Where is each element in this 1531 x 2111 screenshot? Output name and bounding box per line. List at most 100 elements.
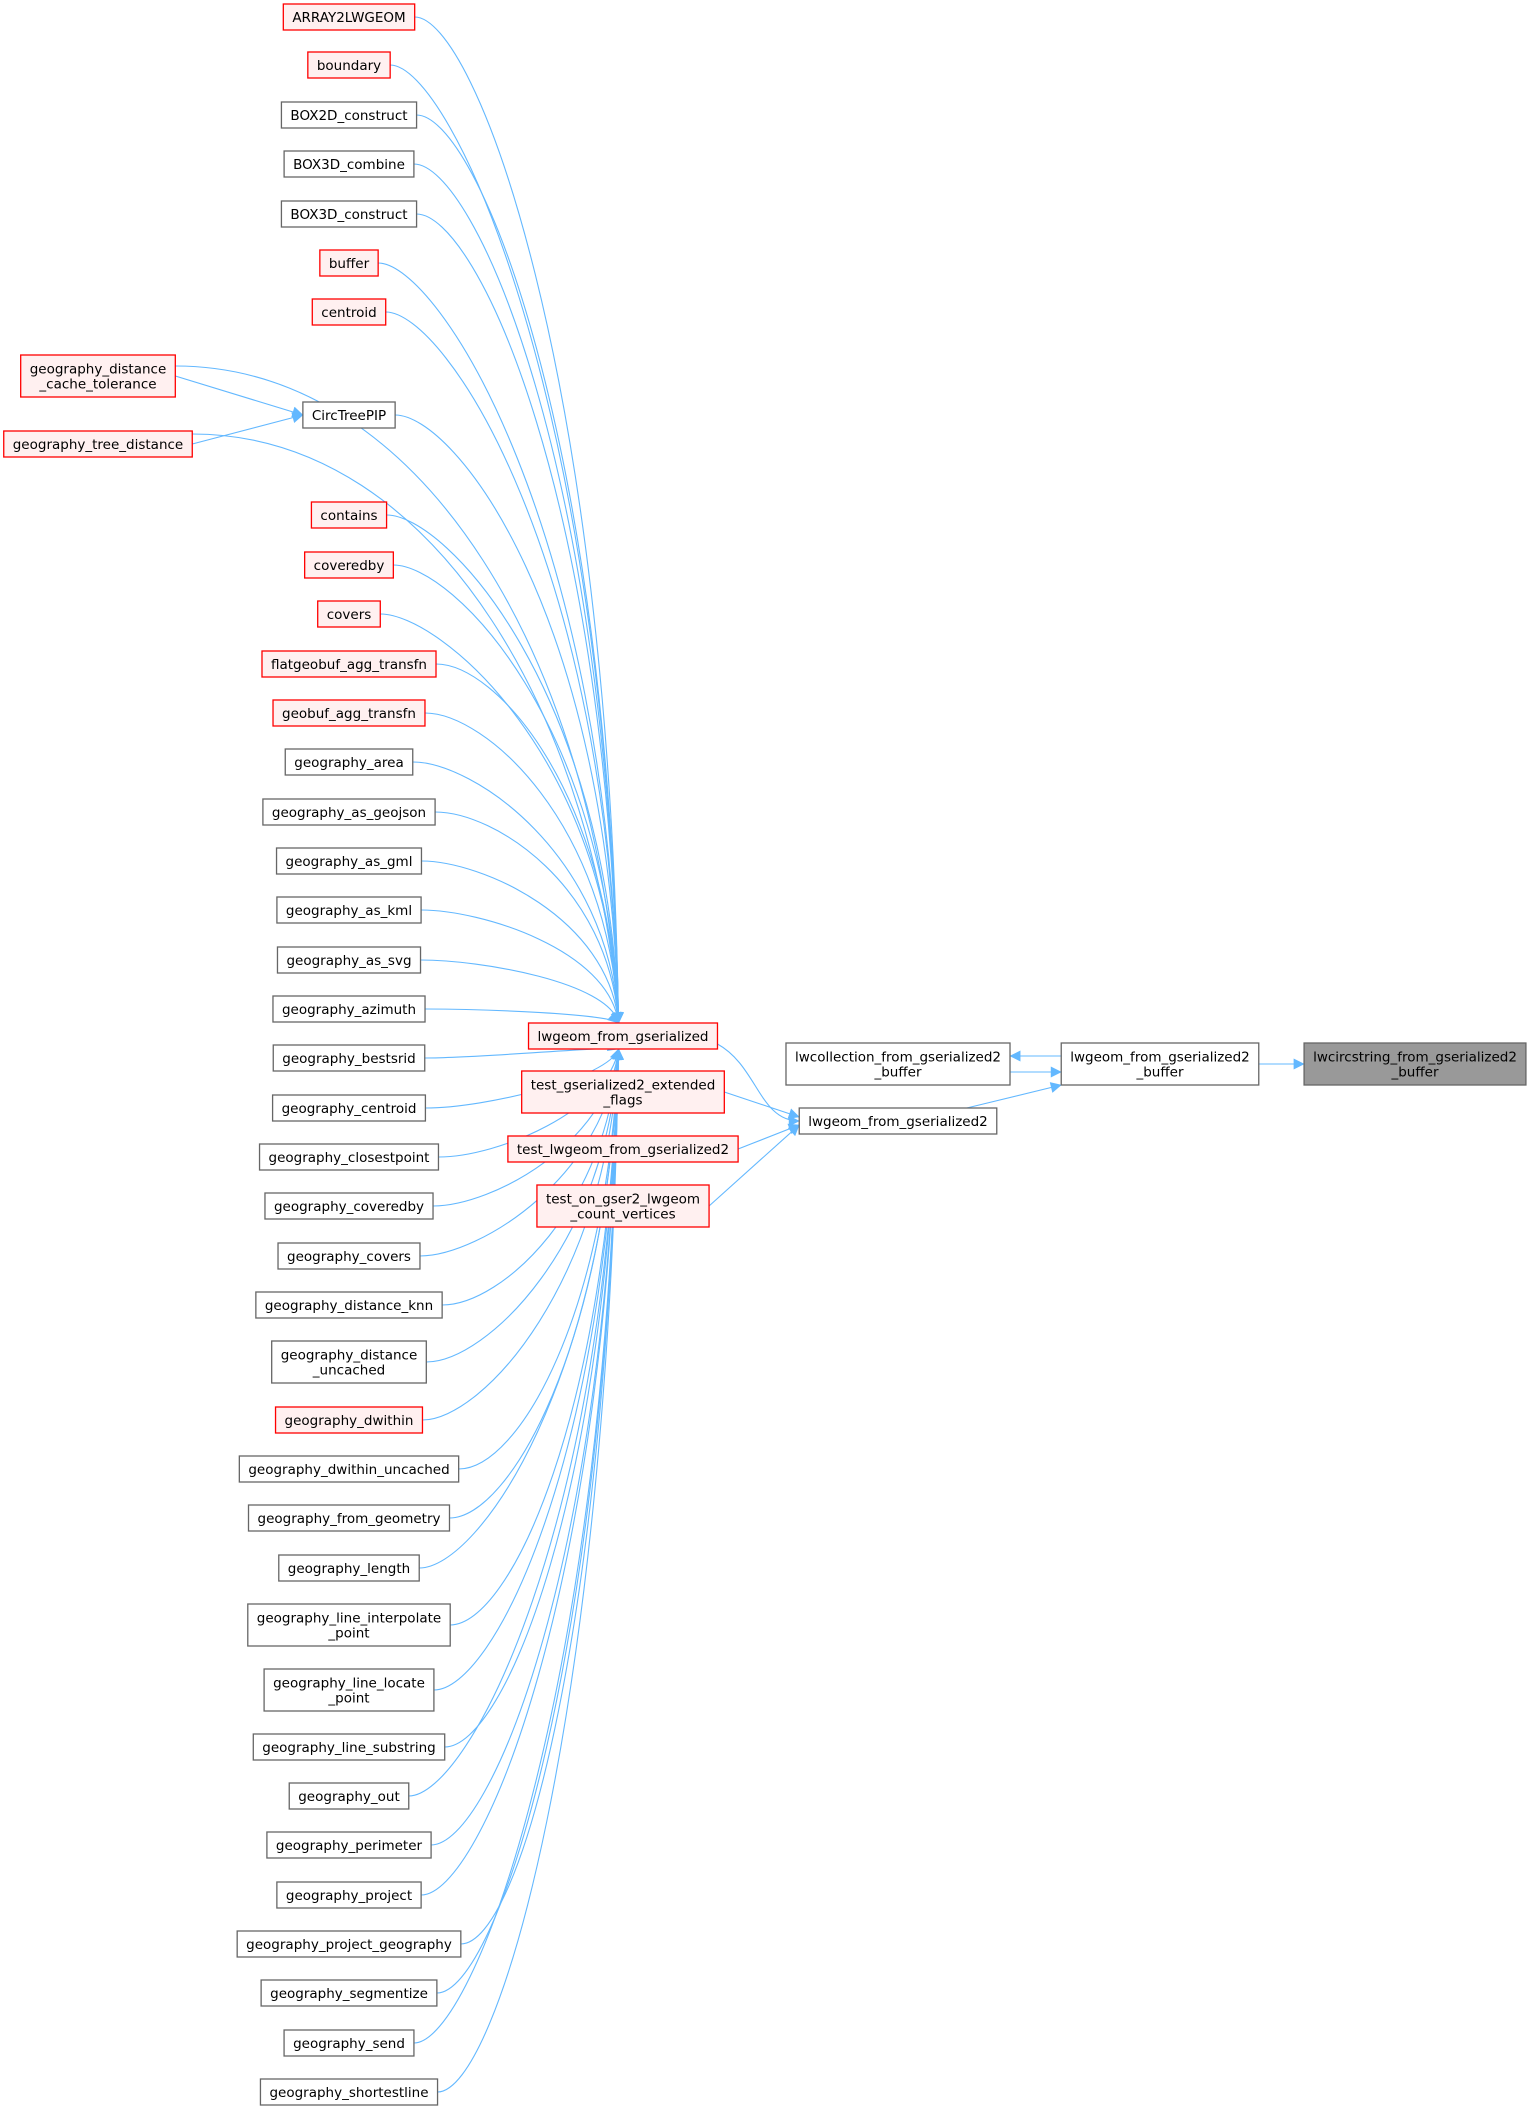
edge-test-lwgeom-from-gserialized2-to-lwgeom-from-gserialized2 — [737, 1123, 800, 1150]
node-geography-send[interactable]: geography_send — [283, 2029, 415, 2057]
node-geography-length[interactable]: geography_length — [278, 1554, 420, 1582]
nodes-layer: ARRAY2LWGEOM boundaryBOX2D_constructBOX3D… — [3, 3, 1527, 2106]
node-box — [271, 1094, 427, 1122]
node-geography-distance-uncached[interactable]: geography_distance_uncached — [271, 1340, 427, 1384]
node-boundary[interactable]: boundary — [307, 51, 391, 79]
node-label: _point — [327, 1691, 369, 1707]
node-lwgeom-from-gserialized2[interactable]: lwgeom_from_gserialized2 — [798, 1107, 998, 1135]
node-geography-as-geojson[interactable]: geography_as_geojson — [262, 798, 436, 826]
node-box — [258, 1143, 440, 1171]
node-geography-dwithin[interactable]: geography_dwithin — [274, 1406, 424, 1434]
node-geography-segmentize[interactable]: geography_segmentize — [260, 1979, 438, 2007]
node-label: boundary — [317, 58, 381, 74]
node-box — [317, 600, 381, 628]
node-lwcollection-from-gserialized2-buffer[interactable]: lwcollection_from_gserialized2_buffer — [785, 1042, 1011, 1086]
node-geography-line-substring[interactable]: geography_line_substring — [252, 1733, 446, 1761]
node-label: _count_vertices — [569, 1207, 675, 1223]
node-label: geography_from_geometry — [258, 1511, 441, 1527]
node-geography-distance-knn[interactable]: geography_distance_knn — [255, 1291, 443, 1319]
node-label: lwgeom_from_gserialized2 — [1070, 1050, 1250, 1066]
edge-geography-distance-uncached-to-lwgeom-from-gserialized — [426, 1048, 624, 1363]
edge-geography-as-svg-to-lwgeom-from-gserialized — [420, 959, 622, 1024]
node-label: _buffer — [873, 1065, 921, 1081]
node-box — [264, 1192, 434, 1220]
node-buffer[interactable]: buffer — [319, 249, 379, 277]
node-box — [252, 1733, 446, 1761]
node-centroid[interactable]: centroid — [311, 298, 387, 326]
node-box — [536, 1184, 710, 1228]
node-box — [527, 1022, 719, 1050]
node-label: buffer — [329, 256, 370, 272]
node-lwcircstring-from-gserialized2-buffer[interactable]: lwcircstring_from_gserialized2_buffer — [1303, 1042, 1527, 1086]
node-geography-area[interactable]: geography_area — [284, 748, 414, 776]
node-geography-centroid[interactable]: geography_centroid — [271, 1094, 427, 1122]
node-label: centroid — [321, 305, 376, 321]
node-lwgeom-from-gserialized2-buffer[interactable]: lwgeom_from_gserialized2_buffer — [1060, 1042, 1260, 1086]
node-test-gserialized2-extended-flags[interactable]: test_gserialized2_extended_flags — [521, 1070, 725, 1114]
node-geography-from-geometry[interactable]: geography_from_geometry — [247, 1504, 451, 1532]
edge-geography-as-gml-to-lwgeom-from-gserialized — [421, 860, 623, 1024]
node-geography-coveredby[interactable]: geography_coveredby — [264, 1192, 434, 1220]
node-box — [798, 1107, 998, 1135]
node-box3d-combine[interactable]: BOX3D_combine — [283, 150, 415, 178]
node-geography-as-svg[interactable]: geography_as_svg — [276, 946, 422, 974]
edge-geography-project-to-lwgeom-from-gserialized — [421, 1048, 624, 1896]
node-label: geography_covers — [287, 1249, 411, 1265]
node-geography-bestsrid[interactable]: geography_bestsrid — [272, 1044, 426, 1072]
node-label: geography_coveredby — [274, 1199, 424, 1215]
node-geography-tree-distance[interactable]: geography_tree_distance — [3, 430, 193, 458]
node-geography-shortestline[interactable]: geography_shortestline — [259, 2078, 439, 2106]
node-label: geography_centroid — [282, 1101, 417, 1117]
node-box — [262, 798, 436, 826]
node-box3d-construct[interactable]: BOX3D_construct — [280, 200, 418, 228]
node-box — [272, 699, 426, 727]
node-geography-as-kml[interactable]: geography_as_kml — [276, 896, 422, 924]
node-geography-perimeter[interactable]: geography_perimeter — [266, 1831, 432, 1859]
node-box — [247, 1603, 451, 1647]
node-label: lwgeom_from_gserialized2 — [808, 1114, 988, 1130]
node-circtreepip[interactable]: CircTreePIP — [302, 401, 396, 429]
node-geography-line-locate-point[interactable]: geography_line_locate_point — [263, 1668, 435, 1712]
node-box — [277, 1242, 421, 1270]
node-box — [785, 1042, 1011, 1086]
node-box — [3, 430, 193, 458]
node-contains[interactable]: contains — [310, 501, 388, 529]
node-geography-project[interactable]: geography_project — [276, 1881, 422, 1909]
edge-geography-shortestline-to-lwgeom-from-gserialized — [437, 1048, 624, 2093]
node-label: geography_shortestline — [269, 2085, 428, 2101]
node-lwgeom-from-gserialized[interactable]: lwgeom_from_gserialized — [527, 1022, 719, 1050]
node-label: geography_as_kml — [286, 903, 412, 919]
node-geography-project-geography[interactable]: geography_project_geography — [236, 1930, 462, 1958]
edge-geography-distance-cache-tolerance-to-circtreepip — [175, 375, 304, 418]
node-geography-distance-cache-tolerance[interactable]: geography_distance_cache_tolerance — [20, 354, 176, 398]
edge-geography-as-geojson-to-lwgeom-from-gserialized — [435, 811, 624, 1024]
node-flatgeobuf-agg-transfn[interactable]: flatgeobuf_agg_transfn — [261, 650, 437, 678]
edge-lwgeom-from-gserialized-to-lwgeom-from-gserialized2 — [717, 1043, 800, 1127]
node-geography-as-gml[interactable]: geography_as_gml — [275, 847, 423, 875]
edge-test-on-gser2-lwgeom-count-vertices-to-lwgeom-from-gserialized2 — [708, 1124, 800, 1207]
node-covers[interactable]: covers — [317, 600, 381, 628]
node-box2d-construct[interactable]: BOX2D_construct — [280, 101, 418, 129]
node-label: geography_bestsrid — [282, 1051, 416, 1067]
node-geography-covers[interactable]: geography_covers — [277, 1242, 421, 1270]
node-test-on-gser2-lwgeom-count-vertices[interactable]: test_on_gser2_lwgeom_count_vertices — [536, 1184, 710, 1228]
node-box — [319, 249, 379, 277]
node-box — [271, 1340, 427, 1384]
node-array2lwgeom[interactable]: ARRAY2LWGEOM — [282, 3, 416, 31]
node-label: geography_dwithin_uncached — [248, 1462, 449, 1478]
node-box — [20, 354, 176, 398]
node-geobuf-agg-transfn[interactable]: geobuf_agg_transfn — [272, 699, 426, 727]
node-label: ARRAY2LWGEOM — [292, 10, 405, 26]
node-geography-dwithin-uncached[interactable]: geography_dwithin_uncached — [238, 1455, 460, 1483]
node-geography-azimuth[interactable]: geography_azimuth — [272, 995, 426, 1023]
node-label: geography_closestpoint — [269, 1150, 430, 1166]
node-coveredby[interactable]: coveredby — [304, 551, 394, 579]
node-label: BOX3D_construct — [290, 207, 407, 223]
edge-geography-perimeter-to-lwgeom-from-gserialized — [431, 1048, 624, 1846]
node-geography-closestpoint[interactable]: geography_closestpoint — [258, 1143, 440, 1171]
node-geography-out[interactable]: geography_out — [288, 1782, 410, 1810]
node-test-lwgeom-from-gserialized2[interactable]: test_lwgeom_from_gserialized2 — [507, 1135, 739, 1163]
node-geography-line-interpolate-point[interactable]: geography_line_interpolate_point — [247, 1603, 451, 1647]
node-label: geography_line_interpolate — [257, 1611, 441, 1627]
edge-contains-to-lwgeom-from-gserialized — [386, 514, 624, 1024]
